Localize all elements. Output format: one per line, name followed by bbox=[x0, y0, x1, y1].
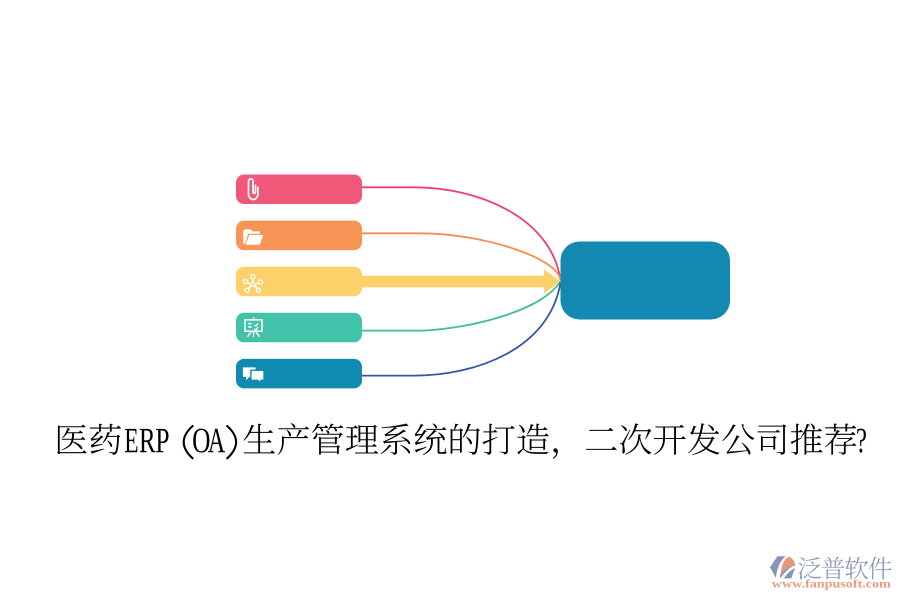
svg-text:www.fanpusoft.com: www.fanpusoft.com bbox=[772, 579, 892, 591]
